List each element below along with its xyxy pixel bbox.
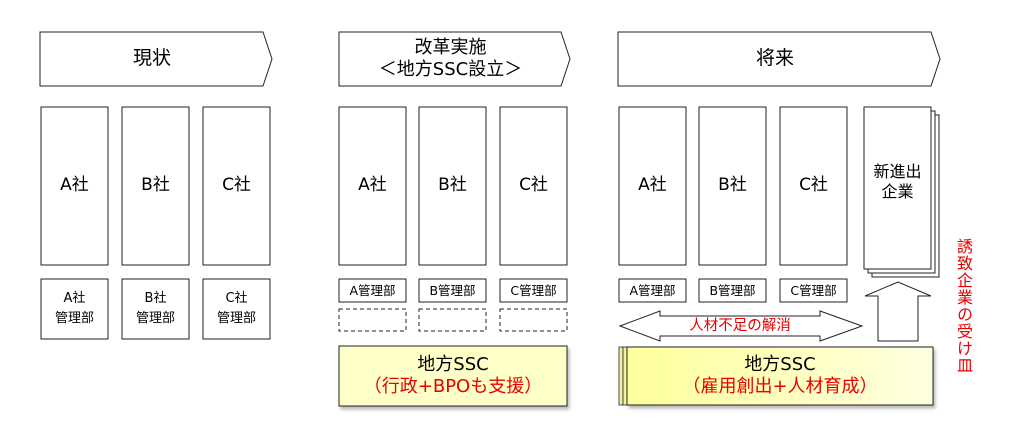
reform-company-a-label: A社: [358, 175, 387, 196]
future-mgmt-a-box: [618, 278, 687, 303]
future-company-c-box: [779, 106, 848, 266]
header-future-shape: [617, 31, 941, 87]
reform-ssc-box: [338, 345, 568, 407]
current-mgmt-c-box: [202, 278, 271, 340]
reform-mgmt-b-box: [418, 278, 487, 303]
future-up-arrow: [864, 281, 932, 342]
current-mgmt-a-box: [40, 278, 109, 340]
reform-company-a-box: [338, 106, 407, 266]
current-company-c-box: [202, 106, 271, 266]
future-company-b-label: B社: [718, 175, 747, 196]
reform-company-b-box: [418, 106, 487, 266]
reform-ssc-title: 地方SSC: [417, 353, 489, 375]
future-mgmt-c-label: C管理部: [790, 282, 837, 298]
reform-moved-b-placeholder: [418, 308, 487, 332]
future-shortage-arrow: [618, 310, 864, 342]
header-reform-shape: [338, 31, 571, 87]
future-company-a-box: [618, 106, 687, 266]
current-company-b-box: [121, 106, 190, 266]
current-mgmt-b-box: [121, 278, 190, 340]
future-ssc-edge-1: [618, 346, 624, 406]
reform-moved-c-placeholder: [499, 308, 568, 332]
current-mgmt-b-label: B社 管理部: [135, 290, 175, 326]
future-ssc-title: 地方SSC: [744, 353, 816, 375]
current-company-a-label: A社: [60, 175, 89, 196]
future-mgmt-a-label: A管理部: [629, 282, 676, 298]
future-side-label: 誘致企業の受け皿: [954, 238, 973, 374]
header-reform: 改革実施 ＜地方SSC設立＞: [378, 36, 523, 81]
reform-company-c-label: C社: [519, 175, 548, 196]
current-mgmt-c-label: C社 管理部: [216, 290, 256, 326]
reform-mgmt-c-box: [499, 278, 568, 303]
future-new-business-box: [863, 106, 932, 270]
reform-ssc-subtitle: （行政+BPOも支援）: [363, 376, 543, 397]
reform-mgmt-a-box: [338, 278, 407, 303]
future-company-a-label: A社: [638, 175, 667, 196]
future-ssc-box: [626, 346, 934, 406]
future-company-c-label: C社: [799, 175, 828, 196]
current-company-a-box: [40, 106, 109, 266]
current-company-b-label: B社: [141, 175, 170, 196]
reform-mgmt-b-label: B管理部: [429, 282, 476, 298]
future-new-business-label: 新進出 企業: [873, 162, 922, 201]
reform-mgmt-c-label: C管理部: [510, 282, 557, 298]
reform-moved-a-placeholder: [338, 308, 407, 332]
future-ssc: 地方SSC （雇用創出+人材育成）: [627, 347, 933, 405]
reform-ssc: 地方SSC （行政+BPOも支援）: [339, 346, 567, 406]
reform-company-c-box: [499, 106, 568, 266]
reform-company-b-label: B社: [438, 175, 467, 196]
current-company-c-label: C社: [222, 175, 251, 196]
future-mgmt-c-box: [779, 278, 848, 303]
current-mgmt-a-label: A社 管理部: [54, 290, 94, 326]
future-company-b-box: [698, 106, 767, 266]
header-future: 将来: [755, 47, 794, 70]
future-mgmt-b-label: B管理部: [709, 282, 756, 298]
header-current: 現状: [132, 47, 171, 70]
future-shortage-arrow-label: 人材不足の解消: [689, 317, 791, 334]
future-mgmt-b-box: [698, 278, 767, 303]
header-current-shape: [39, 31, 273, 87]
reform-mgmt-a-label: A管理部: [349, 282, 396, 298]
future-ssc-subtitle: （雇用創出+人材育成）: [682, 376, 878, 397]
